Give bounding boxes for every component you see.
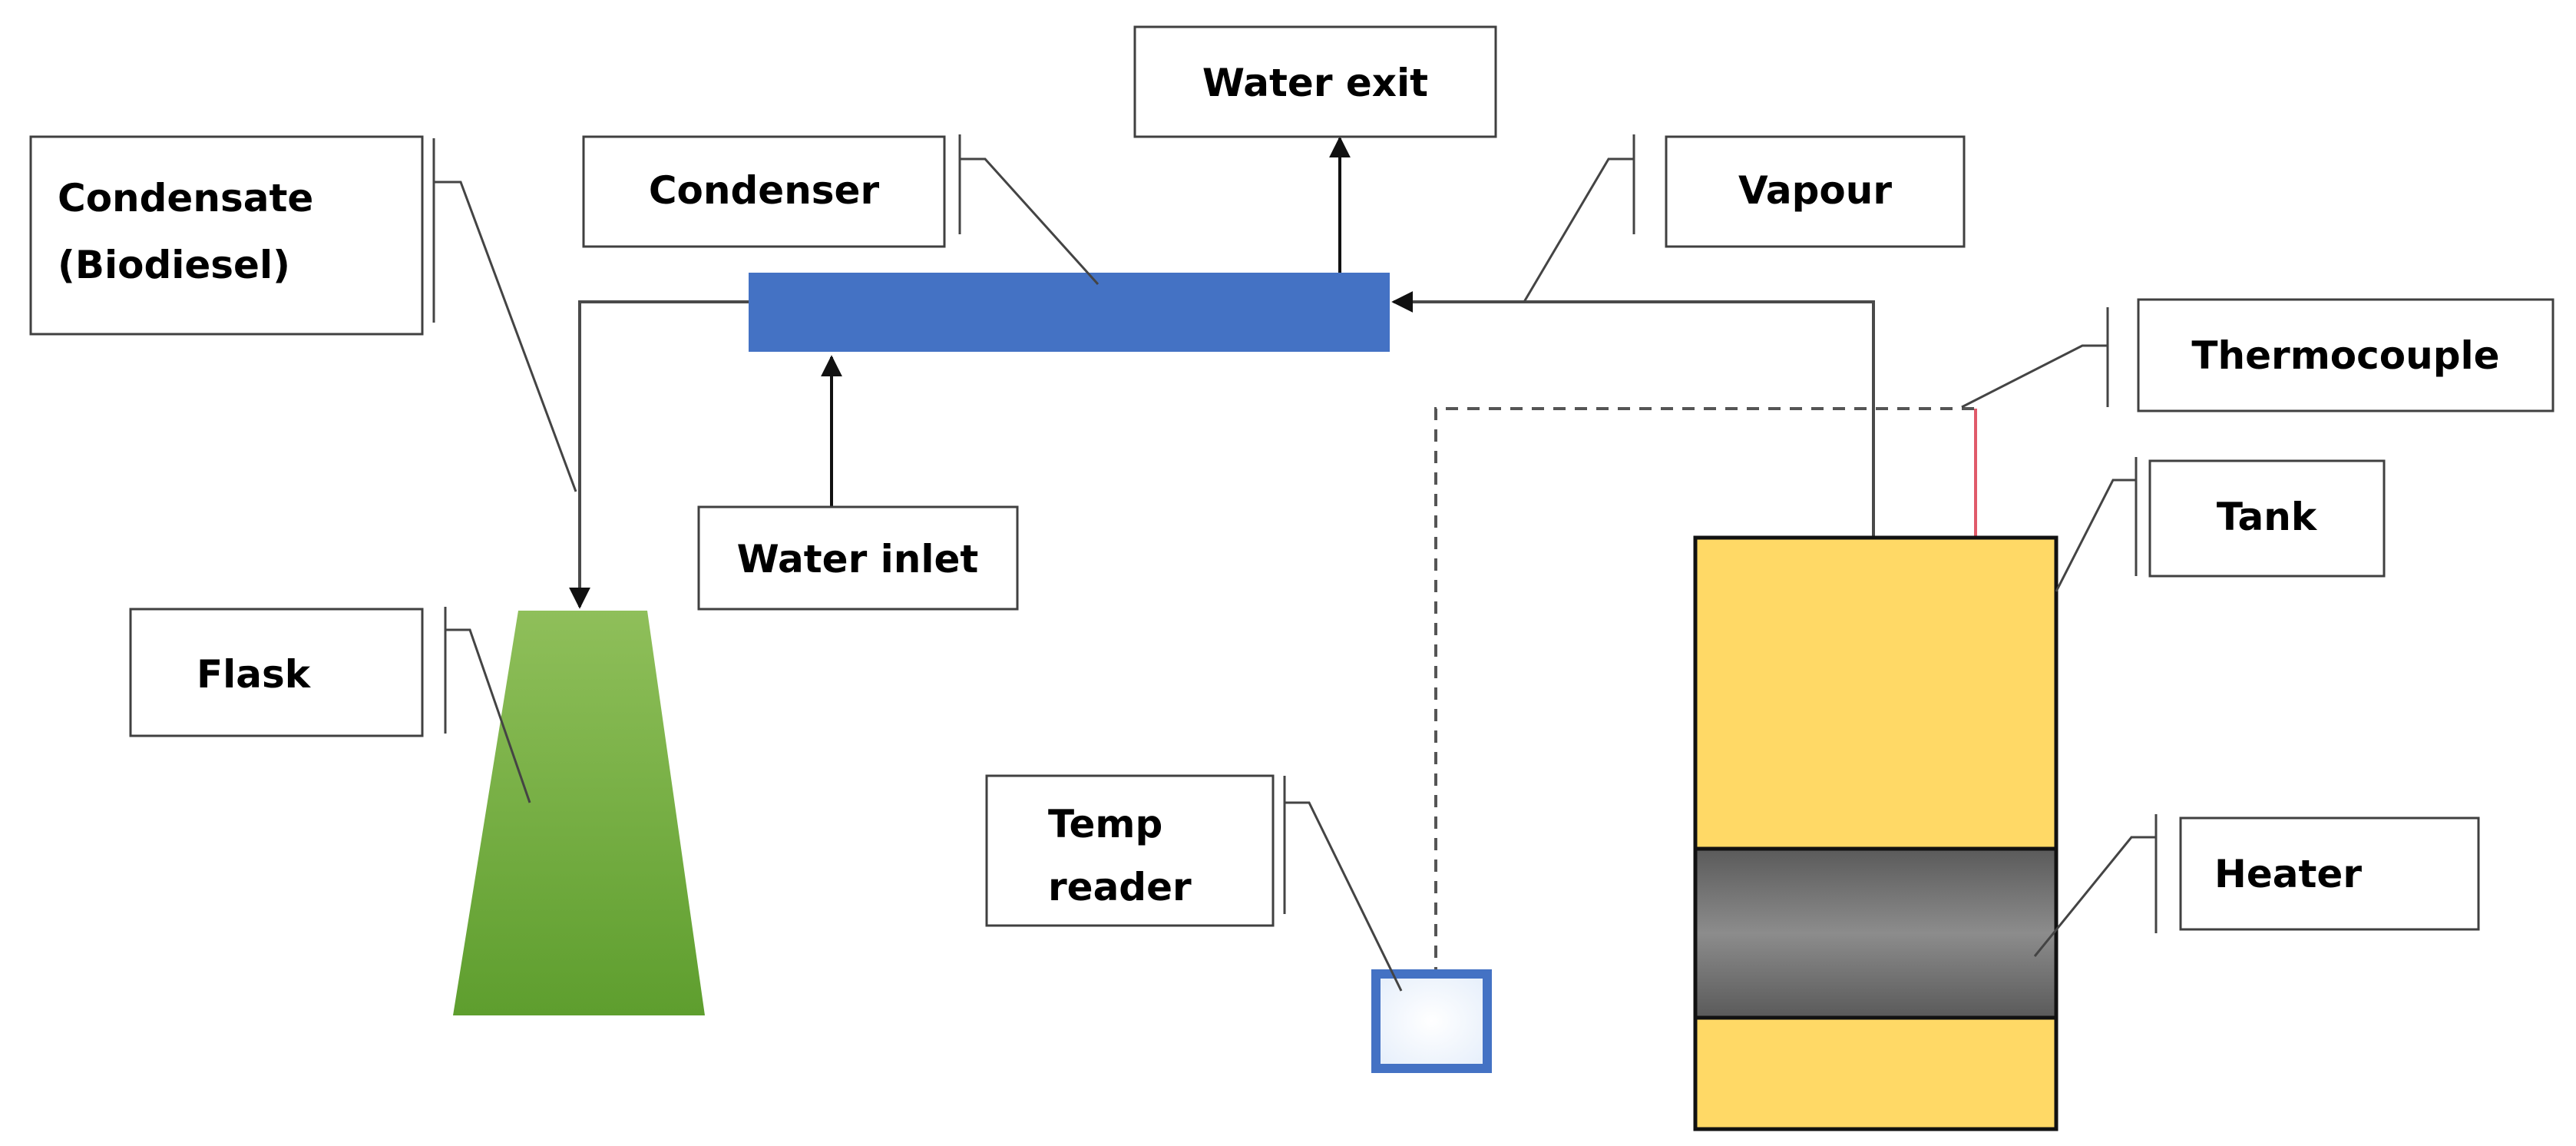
condensate-pipe [569, 300, 749, 609]
vapour-callout: Vapour [1665, 135, 1966, 248]
temp-reader-label-line1: Temp [1048, 802, 1162, 846]
flask [453, 611, 705, 1015]
condenser-callout: Condenser [582, 135, 946, 248]
water-exit-label: Water exit [1202, 61, 1428, 105]
vapour-leader-line [1523, 157, 1634, 303]
vapour-pipe [1391, 291, 1875, 538]
water-inlet-callout: Water inlet [697, 505, 1019, 611]
condenser [749, 273, 1390, 352]
tank-callout: Tank [2148, 459, 2386, 578]
condensate-callout: Condensate (Biodiesel) [29, 135, 424, 336]
temp-reader-callout: Temp reader [985, 774, 1275, 927]
flask-callout: Flask [129, 608, 424, 737]
vapour-label: Vapour [1738, 168, 1892, 213]
heater-callout: Heater [2179, 816, 2480, 931]
condensate-label-line1: Condensate [58, 176, 313, 220]
tank-label: Tank [2217, 495, 2318, 539]
condenser-label: Condenser [649, 168, 880, 213]
condensate-label-line2: (Biodiesel) [58, 243, 290, 287]
heater-label: Heater [2214, 852, 2362, 896]
thermocouple-callout: Thermocouple [2137, 298, 2555, 412]
tank-leader-line [2055, 479, 2136, 592]
tank [1693, 535, 2058, 1131]
condensate-leader-line [434, 181, 577, 492]
water-exit-callout: Water exit [1133, 25, 1497, 138]
heater-leader-line [2033, 836, 2156, 957]
flask-leader-line [445, 628, 531, 803]
temp-reader-label-line2: reader [1048, 865, 1192, 909]
thermocouple-leader-line [1961, 344, 2108, 409]
condenser-leader-line [960, 157, 1100, 286]
thermocouple-signal-line [1434, 407, 1976, 979]
temp-reader-device [1371, 969, 1492, 1073]
temp-reader-leader-line [1285, 801, 1403, 992]
heater [1693, 846, 2058, 1020]
water-inlet-label: Water inlet [737, 537, 979, 581]
flask-label: Flask [197, 652, 312, 697]
thermocouple-label: Thermocouple [2191, 333, 2499, 378]
